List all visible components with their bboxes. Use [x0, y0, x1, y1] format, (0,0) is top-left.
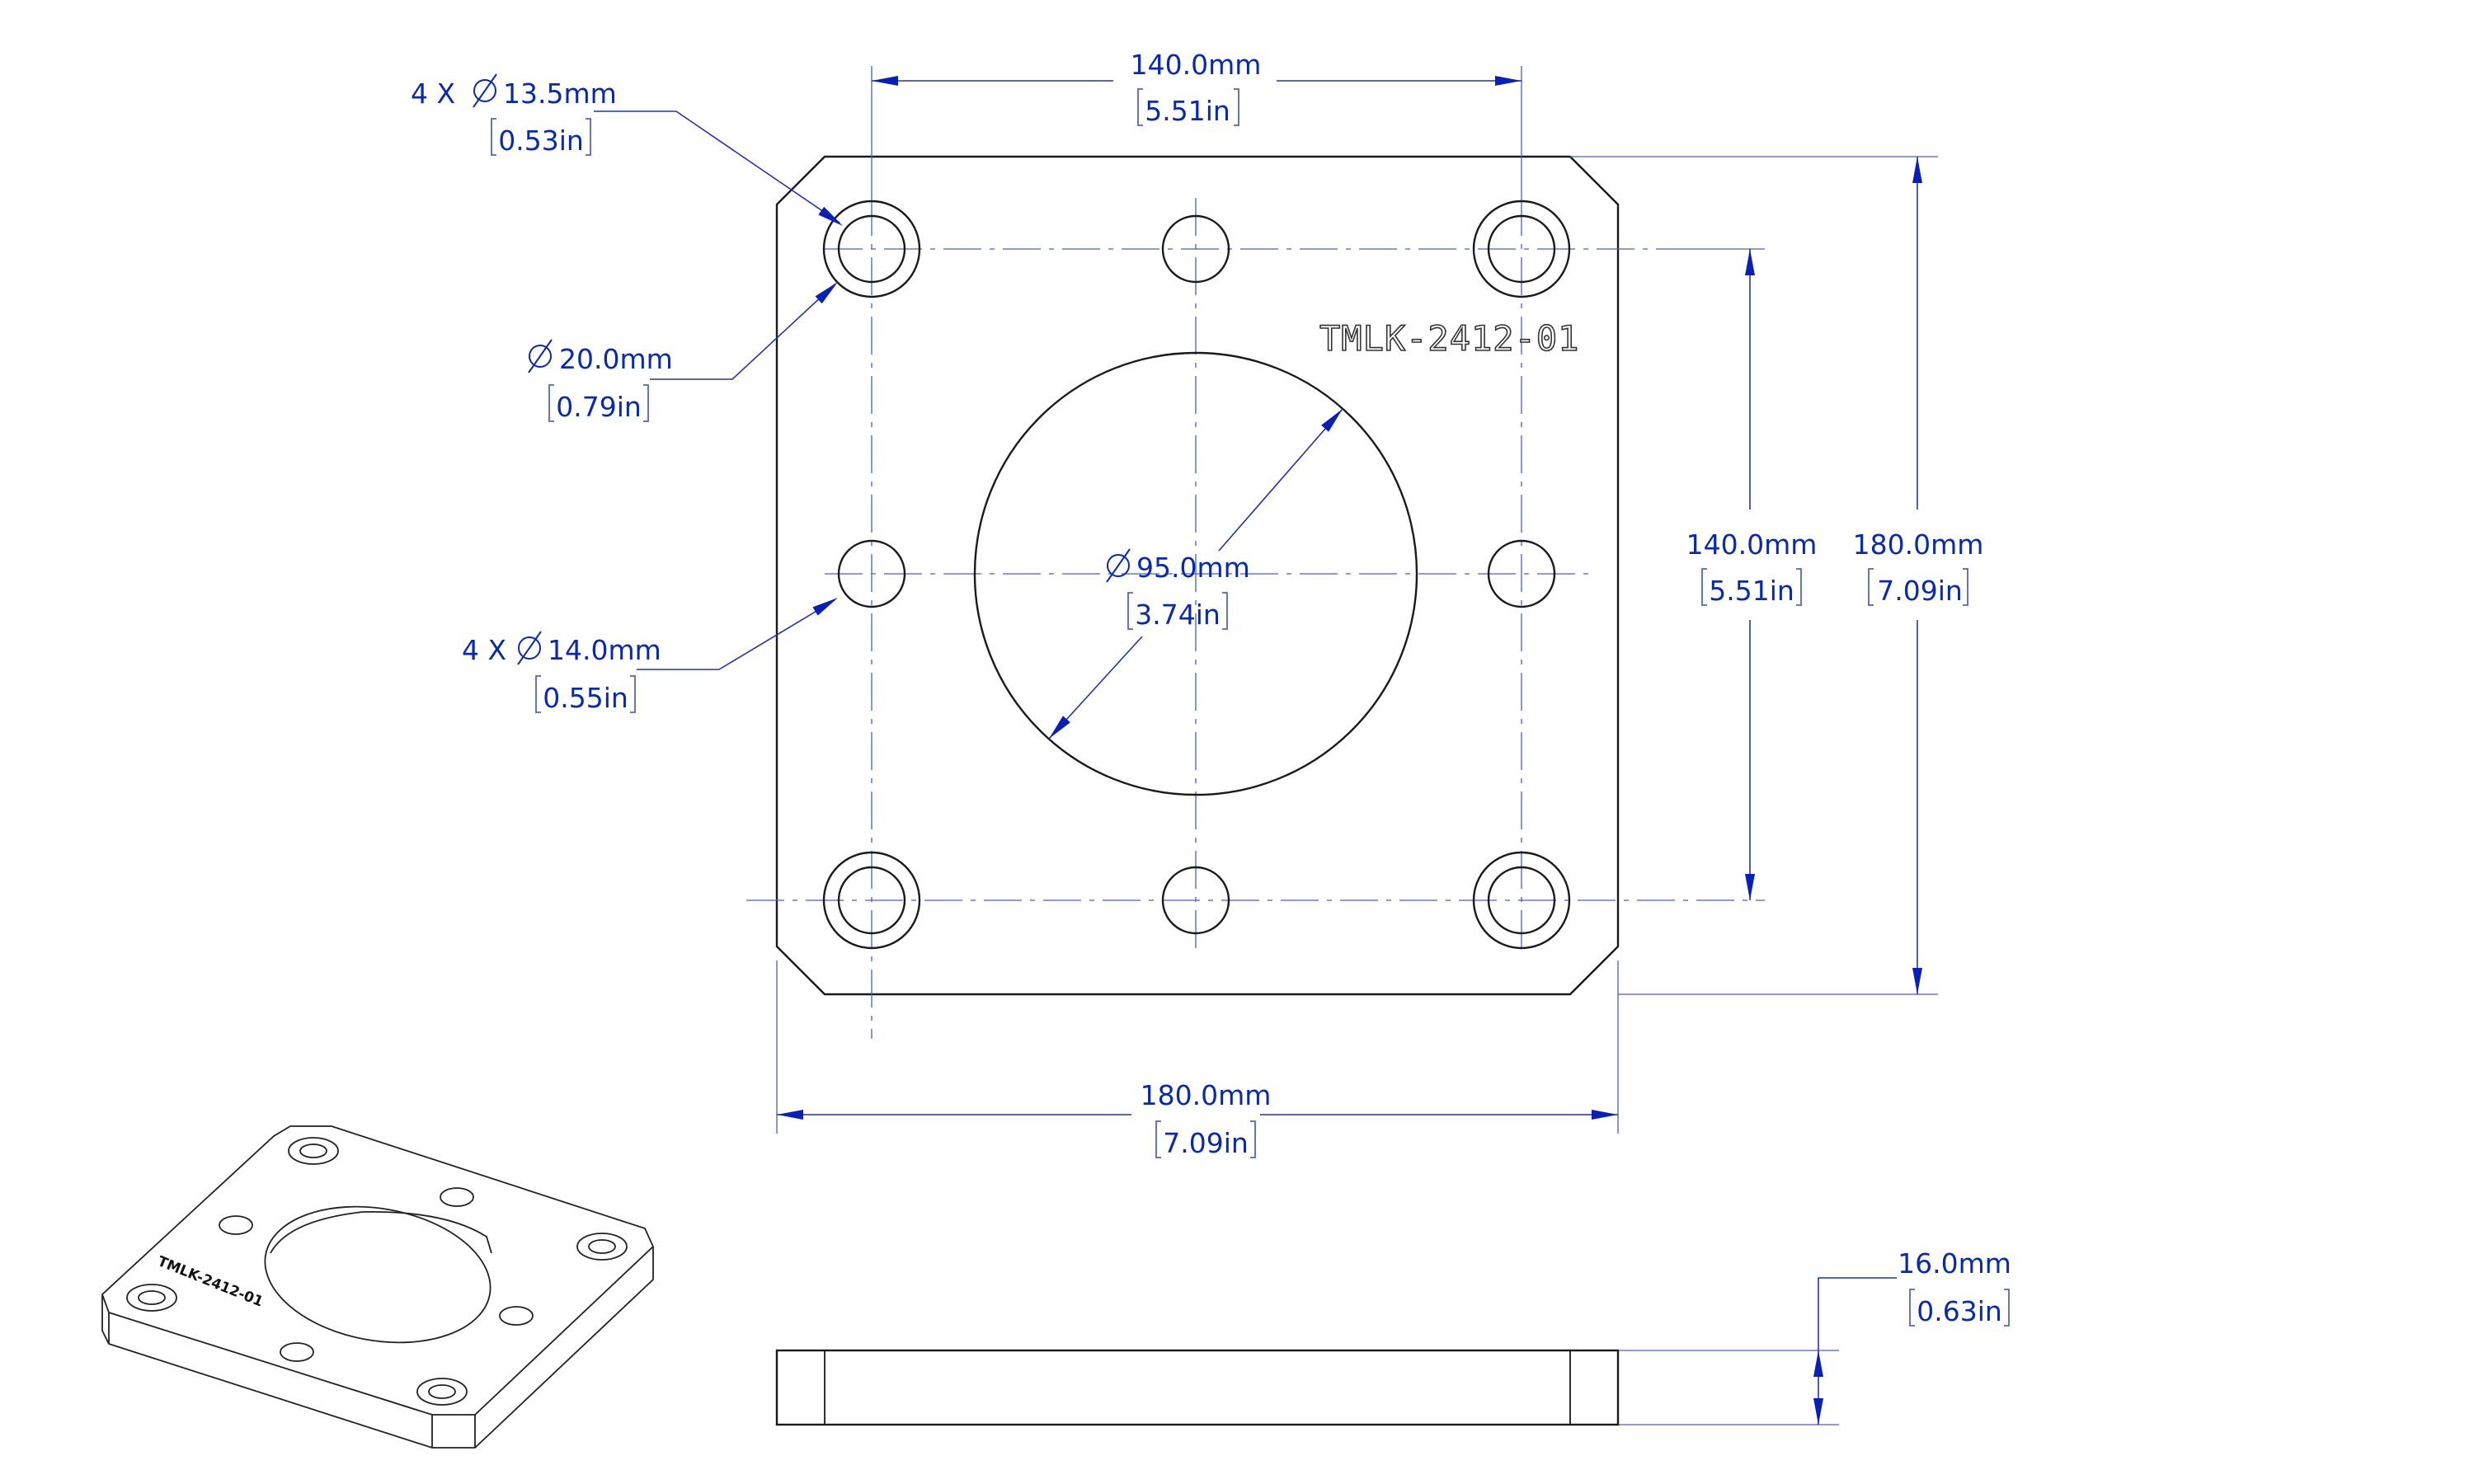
dim-counterbore-holes-in: 0.53in	[498, 124, 584, 157]
iso-thickness	[101, 1247, 654, 1449]
dim-side-holes: 4 X 14.0mm 0.55in	[462, 593, 841, 714]
dim-side-holes-in: 0.55in	[543, 682, 628, 714]
iso-hole-left-corner	[126, 1284, 177, 1312]
diameter-symbol	[473, 73, 497, 108]
dim-side-holes-prefix: 4 X	[462, 634, 506, 666]
dim-bottom-width-mm: 180.0mm	[1141, 1079, 1272, 1111]
iso-hole-top-corner	[288, 1137, 339, 1165]
counterbore-hole-bottom-left	[822, 851, 921, 950]
dim-thickness-mm: 16.0mm	[1898, 1247, 2011, 1280]
diameter-symbol	[517, 631, 542, 665]
side-view	[775, 1349, 1620, 1426]
center-bore	[973, 351, 1418, 796]
isometric-view: TMLK-2412-01	[101, 1125, 655, 1449]
iso-center-bore-inner	[270, 1210, 492, 1254]
iso-hole-top-corner-inner	[299, 1144, 327, 1158]
iso-hole-right-corner	[576, 1233, 628, 1261]
dim-inner-height-mm: 140.0mm	[1686, 528, 1818, 561]
dimensions: 140.0mm 5.51in 4 X 13.5mm 0.53in	[411, 49, 2011, 1425]
dim-counterbore-diameter-mm: 20.0mm	[559, 343, 673, 375]
dim-center-bore-in: 3.74in	[1135, 599, 1221, 631]
side-hole-right	[1487, 539, 1556, 608]
dim-counterbore-holes-mm: 13.5mm	[503, 77, 617, 110]
dim-inner-height-in: 5.51in	[1709, 575, 1794, 607]
part-engraving: TMLK-2412-01	[1319, 318, 1579, 359]
dim-counterbore-diameter-in: 0.79in	[556, 391, 642, 423]
iso-hole-bottom-corner-inner	[428, 1384, 456, 1399]
side-hole-left	[837, 539, 906, 608]
dim-center-bore: 95.0mm 3.74in	[1045, 405, 1347, 743]
counterbore-hole-bottom-right	[1472, 851, 1571, 950]
iso-hole-left-corner-inner	[138, 1290, 166, 1305]
side-view-outline	[775, 1349, 1620, 1426]
dim-outer-height-in: 7.09in	[1877, 575, 1963, 607]
dim-top-width-mm: 140.0mm	[1131, 49, 1262, 81]
iso-hole-bottom-corner	[416, 1378, 468, 1406]
iso-hole-side-3	[499, 1306, 534, 1326]
iso-top-face	[101, 1125, 655, 1416]
iso-hole-side-1	[440, 1187, 474, 1207]
side-hole-bottom	[1161, 866, 1230, 935]
dim-top-width: 140.0mm 5.51in	[871, 49, 1522, 198]
dim-center-bore-mm: 95.0mm	[1136, 552, 1250, 584]
diameter-symbol	[528, 339, 553, 373]
diameter-symbol	[1106, 548, 1131, 583]
dim-side-holes-mm: 14.0mm	[548, 634, 661, 666]
counterbore-hole-top-right	[1472, 200, 1571, 298]
dim-counterbore-diameter: 20.0mm 0.79in	[528, 278, 842, 423]
dim-counterbore-holes: 4 X 13.5mm 0.53in	[411, 73, 846, 230]
dim-top-width-in: 5.51in	[1145, 95, 1230, 127]
top-view: TMLK-2412-01	[746, 155, 1765, 1039]
plate-outline	[775, 155, 1620, 996]
dim-outer-height: 180.0mm 7.09in	[1570, 156, 1984, 995]
dim-bottom-width: 180.0mm 7.09in	[776, 960, 1619, 1159]
iso-hole-right-corner-inner	[588, 1239, 616, 1254]
dim-thickness-in: 0.63in	[1917, 1295, 2002, 1327]
dim-outer-height-mm: 180.0mm	[1853, 528, 1984, 561]
side-hole-top	[1161, 214, 1230, 284]
counterbore-hole-top-left	[822, 200, 921, 298]
dim-counterbore-holes-prefix: 4 X	[411, 77, 455, 110]
iso-engraving: TMLK-2412-01	[155, 1253, 266, 1311]
iso-hole-side-4	[280, 1342, 314, 1362]
dim-bottom-width-in: 7.09in	[1163, 1127, 1249, 1159]
dim-thickness: 16.0mm 0.63in	[1618, 1247, 2011, 1425]
dim-inner-height: 140.0mm 5.51in	[1658, 248, 1818, 900]
iso-center-bore	[264, 1205, 492, 1344]
iso-hole-side-2	[219, 1215, 253, 1235]
